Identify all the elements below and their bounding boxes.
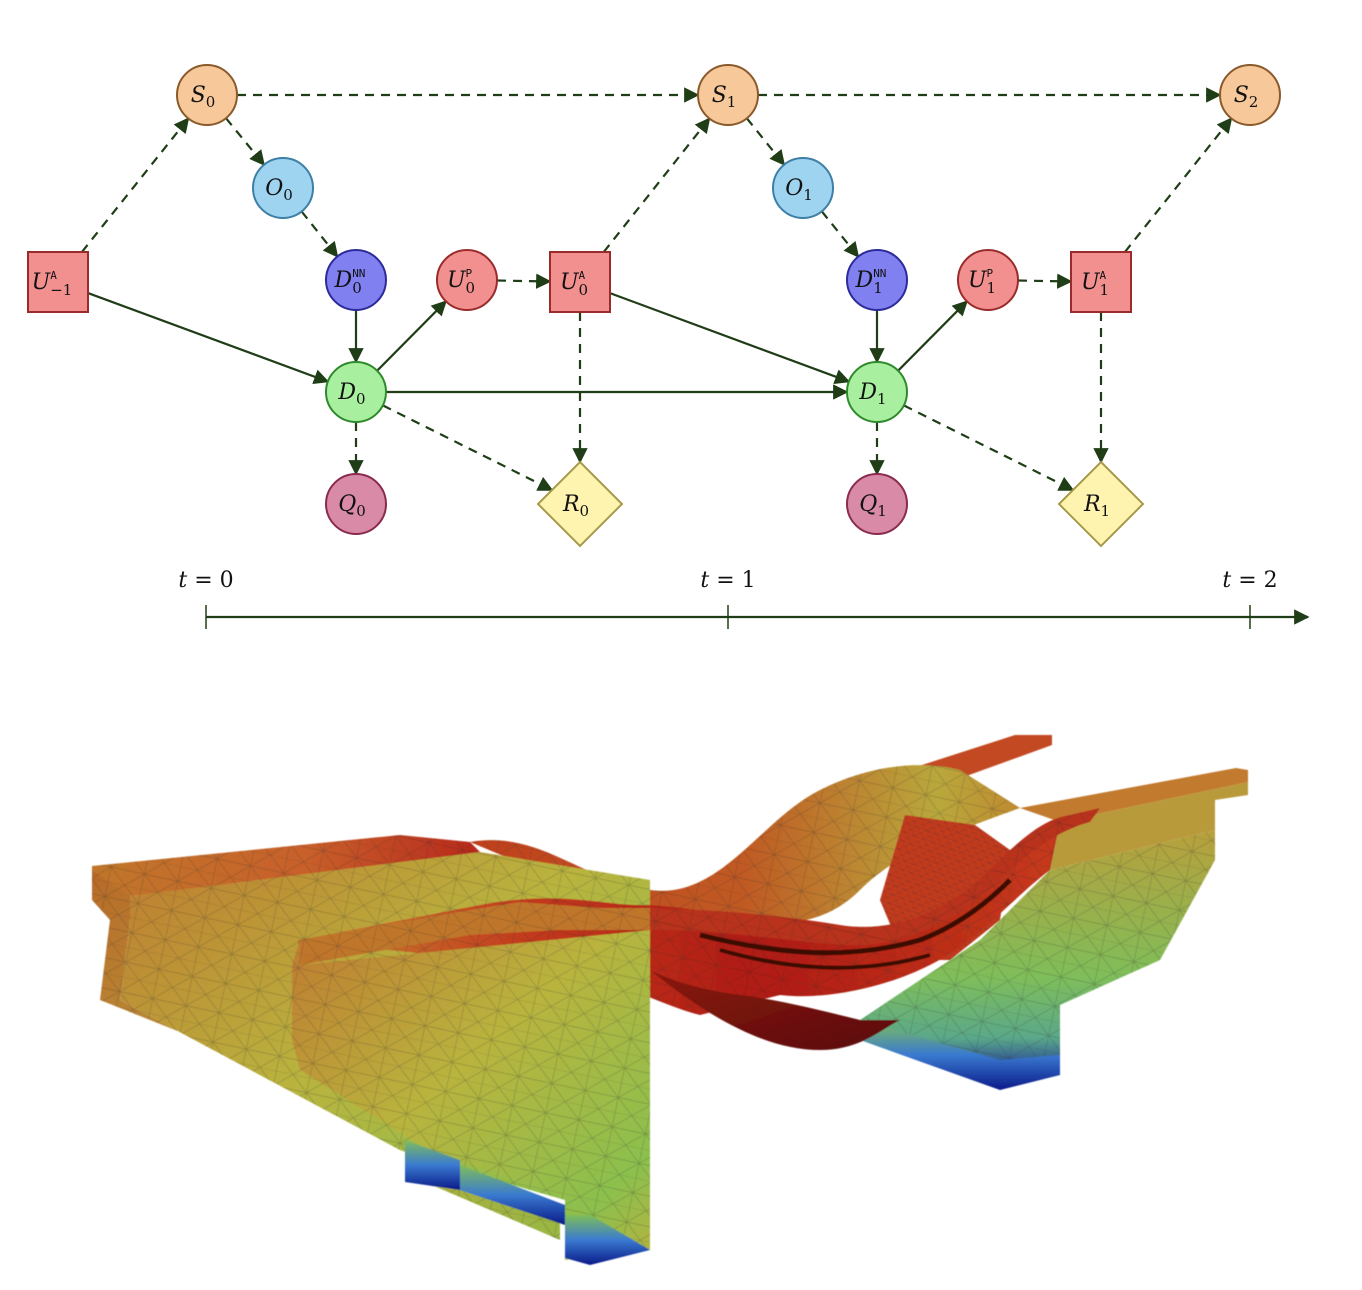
node-shape-DNN0 (325, 249, 387, 311)
node-R0: R0 (536, 460, 624, 548)
node-O0: O0 (252, 157, 314, 219)
node-O1: O1 (772, 157, 834, 219)
edge-UP1-to-UA1 (1017, 273, 1073, 289)
node-label-Q0: Q0 (338, 492, 366, 520)
node-label-R0: R0 (562, 492, 589, 520)
node-S1: S1 (697, 64, 759, 126)
node-label-O1: O1 (785, 176, 813, 204)
left-foot-b (460, 1165, 565, 1225)
groove-lines (699, 878, 1012, 956)
node-shape-R1 (1057, 460, 1145, 548)
edge-D0-to-R0 (382, 404, 554, 491)
back-right-rail (1020, 768, 1248, 822)
edge-O1-to-DNN1 (820, 210, 860, 258)
edge-UAm1-to-D0 (87, 292, 330, 385)
edge-UA0-to-D1 (609, 292, 851, 384)
edge-UP0-to-UA0 (496, 273, 552, 289)
left-foot-a (405, 1140, 460, 1190)
node-Q1: Q1 (846, 473, 908, 535)
timeline-label-2: t = 2 (1222, 568, 1277, 593)
node-label-UAm1: UA−1 (32, 269, 73, 299)
node-shape-UA1 (1070, 251, 1132, 313)
node-label-O0: O0 (265, 176, 293, 204)
node-shape-UP0 (436, 249, 498, 311)
node-shape-S0 (176, 64, 238, 126)
node-S0: S0 (176, 64, 238, 126)
node-shape-UP1 (957, 249, 1019, 311)
back-right-rail-face (1050, 782, 1248, 870)
node-R1: R1 (1057, 460, 1145, 548)
timeline-label-1: t = 1 (700, 568, 755, 593)
node-UAm1: UA−1 (27, 251, 89, 313)
node-D1: D1 (846, 361, 908, 423)
node-label-D0: D0 (337, 380, 365, 408)
node-shape-O0 (252, 157, 314, 219)
diagram-edges (81, 87, 1233, 491)
fem-mesh-render (92, 735, 1248, 1265)
node-shape-DNN1 (846, 249, 908, 311)
node-shape-S1 (697, 64, 759, 126)
node-label-S1: S1 (712, 83, 737, 111)
edge-S1-to-O1 (745, 117, 786, 166)
node-label-R1: R1 (1083, 492, 1110, 520)
edge-UA1-to-S2 (1124, 117, 1233, 253)
node-shape-UA0 (549, 251, 611, 313)
edge-UA0-to-S1 (602, 117, 711, 253)
node-Q0: Q0 (325, 473, 387, 535)
node-label-S2: S2 (1234, 83, 1259, 111)
timeline-label-0: t = 0 (178, 568, 233, 593)
node-shape-R0 (536, 460, 624, 548)
node-shape-D0 (325, 361, 387, 423)
timeline: t = 0 t = 1 t = 2 (178, 568, 1310, 629)
edge-UAm1-to-S0 (81, 117, 190, 253)
right-foot (860, 1020, 1060, 1090)
node-shape-Q0 (325, 473, 387, 535)
node-shape-O1 (772, 157, 834, 219)
edge-D0-to-UP0 (376, 300, 447, 372)
saddle-trough-shadow (650, 970, 900, 1050)
node-shape-D1 (846, 361, 908, 423)
node-label-Q1: Q1 (859, 492, 887, 520)
node-S2: S2 (1219, 64, 1281, 126)
node-shape-UAm1 (27, 251, 89, 313)
edge-D1-to-R1 (903, 404, 1075, 491)
node-label-D1: D1 (858, 380, 886, 408)
node-shape-S2 (1219, 64, 1281, 126)
edge-D1-to-UP1 (897, 300, 968, 372)
node-shape-Q1 (846, 473, 908, 535)
node-D0: D0 (325, 361, 387, 423)
edge-O0-to-DNN0 (300, 210, 339, 258)
edge-S0-to-O0 (225, 117, 265, 166)
node-label-S0: S0 (191, 83, 216, 111)
